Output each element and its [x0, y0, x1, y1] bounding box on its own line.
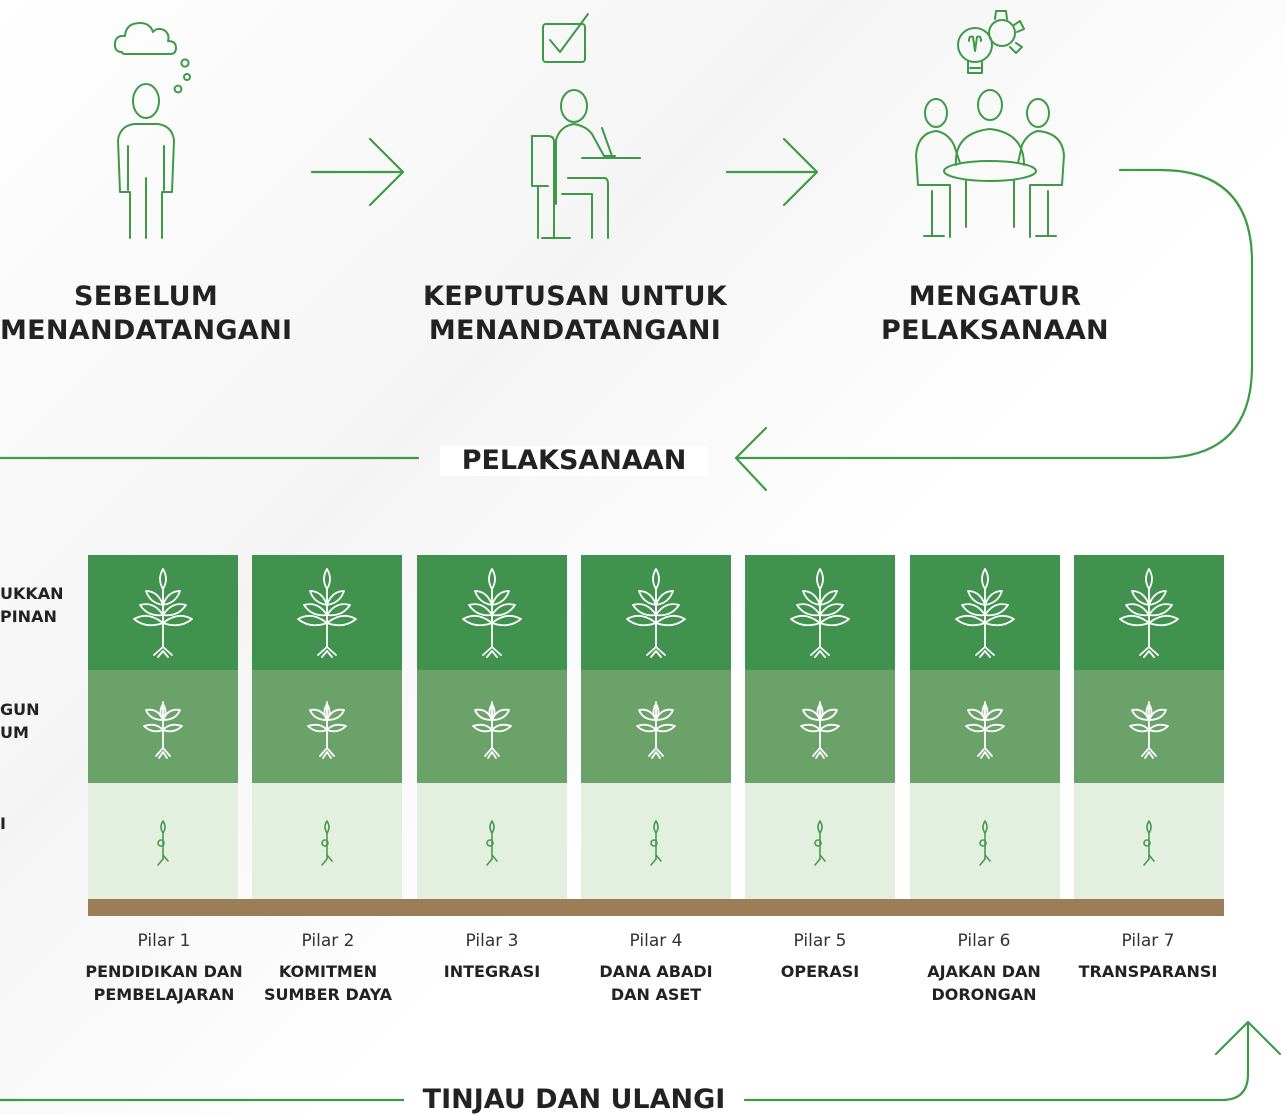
row-label-low: I: [0, 814, 6, 833]
grown-tree-icon: [626, 568, 686, 658]
pillar-cell-mid: [745, 670, 895, 783]
grown-tree-icon: [1119, 568, 1179, 658]
meeting-table-idea-icon: [915, 10, 1065, 238]
pillar-cell-top: [417, 555, 567, 670]
thinking-person-icon: [113, 22, 191, 239]
pillar-cell-top: [910, 555, 1060, 670]
pillar-cell-mid: [88, 670, 238, 783]
pillar-cell-mid: [252, 670, 402, 783]
loop-arrow-head: [734, 426, 768, 492]
pillar-number: Pilar 5: [793, 931, 847, 951]
soil-bar: [88, 899, 1224, 916]
step-title-decision-to-sign: KEPUTUSAN UNTUK MENANDATANGANI: [422, 281, 728, 346]
pillar-column-1: [88, 555, 238, 899]
row-label-top: UKKAN PINAN: [0, 584, 62, 626]
young-plant-icon: [1129, 701, 1169, 759]
grown-tree-icon: [462, 568, 522, 658]
pillar-name: TRANSPARANSI: [1078, 962, 1218, 981]
pillar-name: PENDIDIKAN DAN PEMBELAJARAN: [85, 962, 243, 1004]
pillar-cell-top: [1074, 555, 1224, 670]
grown-tree-icon: [133, 568, 193, 658]
pillar-cell-top: [745, 555, 895, 670]
arrow-2-head: [782, 137, 819, 207]
pillar-name: INTEGRASI: [443, 962, 541, 981]
sprout-icon: [157, 820, 169, 866]
young-plant-icon: [965, 701, 1005, 759]
young-plant-icon: [143, 701, 183, 759]
sprout-icon: [814, 820, 826, 866]
pillar-cell-mid: [1074, 670, 1224, 783]
young-plant-icon: [800, 701, 840, 759]
pillar-number: Pilar 1: [137, 931, 191, 951]
seated-person-signing-icon: [531, 13, 641, 239]
sprout-icon: [486, 820, 498, 866]
pillar-cell-low: [745, 783, 895, 899]
pillar-number: Pilar 7: [1121, 931, 1175, 951]
grown-tree-icon: [790, 568, 850, 658]
sprout-icon: [1143, 820, 1155, 866]
young-plant-icon: [636, 701, 676, 759]
pillar-number: Pilar 6: [957, 931, 1011, 951]
pillar-cell-mid: [417, 670, 567, 783]
young-plant-icon: [472, 701, 512, 759]
arrow-1-head: [368, 137, 405, 207]
pillar-number: Pilar 3: [465, 931, 519, 951]
pillar-cell-low: [1074, 783, 1224, 899]
review-repeat-label: TINJAU DAN ULANGI: [404, 1085, 744, 1115]
pillar-cell-top: [581, 555, 731, 670]
grown-tree-icon: [955, 568, 1015, 658]
pillar-cell-low: [252, 783, 402, 899]
pillar-cell-low: [581, 783, 731, 899]
pillar-cell-low: [88, 783, 238, 899]
pillar-cell-low: [910, 783, 1060, 899]
review-arrow-head: [1214, 1020, 1282, 1056]
pillar-cell-top: [252, 555, 402, 670]
sprout-icon: [650, 820, 662, 866]
young-plant-icon: [307, 701, 347, 759]
implementation-label: PELAKSANAAN: [440, 446, 708, 476]
pillar-name: OPERASI: [780, 962, 860, 981]
pillar-cell-mid: [910, 670, 1060, 783]
review-right-curve: [743, 1022, 1250, 1102]
pillar-column-7: [1074, 555, 1224, 899]
pillar-column-4: [581, 555, 731, 899]
pillar-column-5: [745, 555, 895, 899]
pillar-column-6: [910, 555, 1060, 899]
pillar-cell-low: [417, 783, 567, 899]
pillar-column-3: [417, 555, 567, 899]
sprout-icon: [321, 820, 333, 866]
pillar-column-2: [252, 555, 402, 899]
sprout-icon: [979, 820, 991, 866]
step-title-organize-implementation: MENGATUR PELAKSANAAN: [881, 281, 1109, 346]
pillar-name: DANA ABADI DAN ASET: [599, 962, 713, 1004]
pillar-cell-top: [88, 555, 238, 670]
step-title-before-signing: SEBELUM MENANDATANGANI: [0, 281, 293, 346]
grown-tree-icon: [297, 568, 357, 658]
pillar-cell-mid: [581, 670, 731, 783]
pillar-name: AJAKAN DAN DORONGAN: [927, 962, 1041, 1004]
loop-curve: [734, 168, 1254, 460]
pillar-number: Pilar 2: [301, 931, 355, 951]
row-label-mid: GUN UM: [0, 700, 40, 742]
pillar-name: KOMITMEN SUMBER DAYA: [263, 962, 393, 1004]
pillar-number: Pilar 4: [629, 931, 683, 951]
